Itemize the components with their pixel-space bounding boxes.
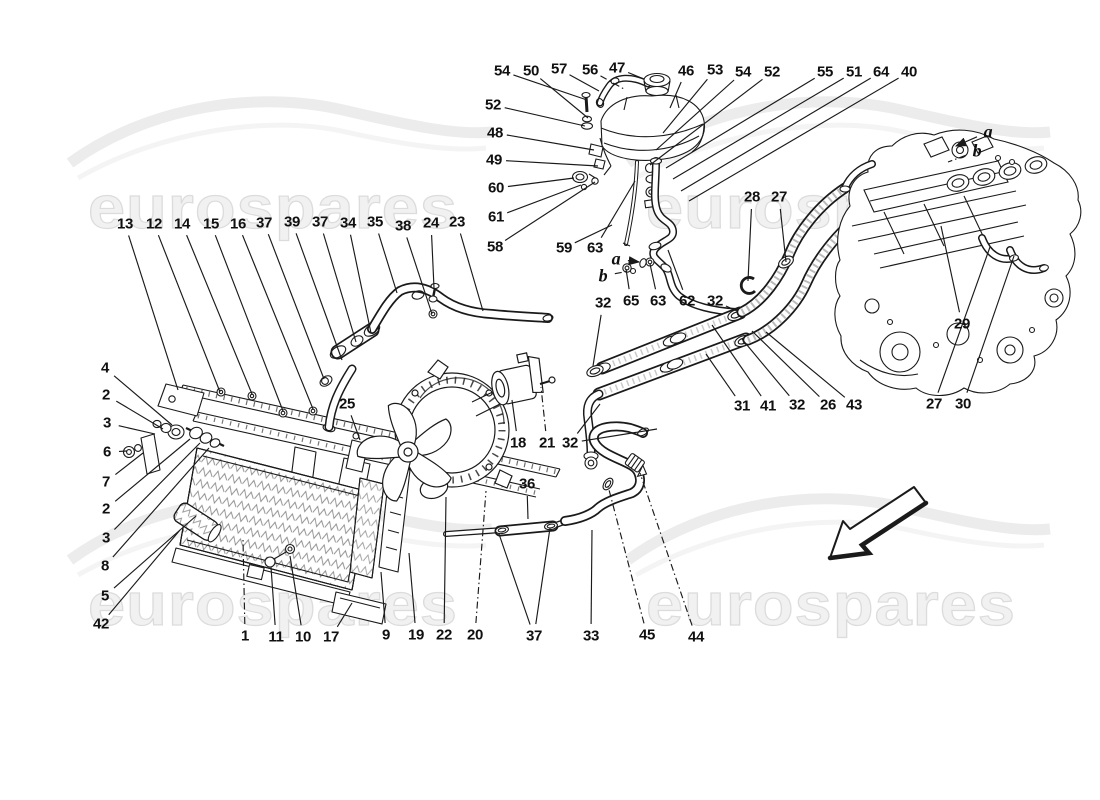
filler-cap	[643, 72, 671, 97]
tank-hardware-left	[571, 91, 606, 191]
grommet-stack	[152, 419, 185, 440]
fan-motor-18	[491, 352, 544, 406]
drain-plug	[264, 543, 296, 568]
engine-outline	[834, 129, 1082, 397]
sleeve-42	[173, 502, 222, 543]
hose-62-flange	[648, 241, 662, 251]
bolt-24	[428, 282, 440, 303]
coolant-pipes-group	[584, 188, 868, 470]
expansion-tank	[600, 94, 706, 161]
thermostat-housing	[923, 135, 1016, 166]
nut-65	[622, 263, 632, 273]
rail-bolts	[216, 377, 329, 418]
hose-33-opening	[637, 427, 649, 437]
shroud-ear-bottom	[494, 469, 513, 489]
nut-6	[122, 445, 136, 459]
tank-strap	[599, 123, 705, 176]
clamp-45	[602, 477, 614, 491]
engine-pulleys	[859, 288, 1064, 377]
radiator-top-hose	[319, 282, 554, 433]
direction-arrow	[827, 486, 929, 561]
fan-blades	[353, 400, 454, 505]
nut-38	[428, 309, 438, 319]
bolt-21	[539, 380, 551, 385]
intake-ports	[946, 156, 1048, 192]
pipe-59-end	[622, 242, 631, 247]
shroud-ear-top	[427, 359, 449, 380]
radiator-assembly	[122, 377, 561, 625]
radiator-left-bracket	[157, 383, 205, 417]
bottom-hose-group	[446, 426, 649, 534]
bracket-7	[140, 433, 161, 475]
engine-block	[834, 129, 1082, 397]
mount-pin	[185, 426, 225, 448]
c-clip-28	[739, 276, 757, 295]
fan-hub	[397, 441, 419, 463]
mount-foot-17	[331, 591, 387, 625]
fan-assembly	[353, 352, 556, 505]
leader-lines	[108, 71, 1015, 628]
